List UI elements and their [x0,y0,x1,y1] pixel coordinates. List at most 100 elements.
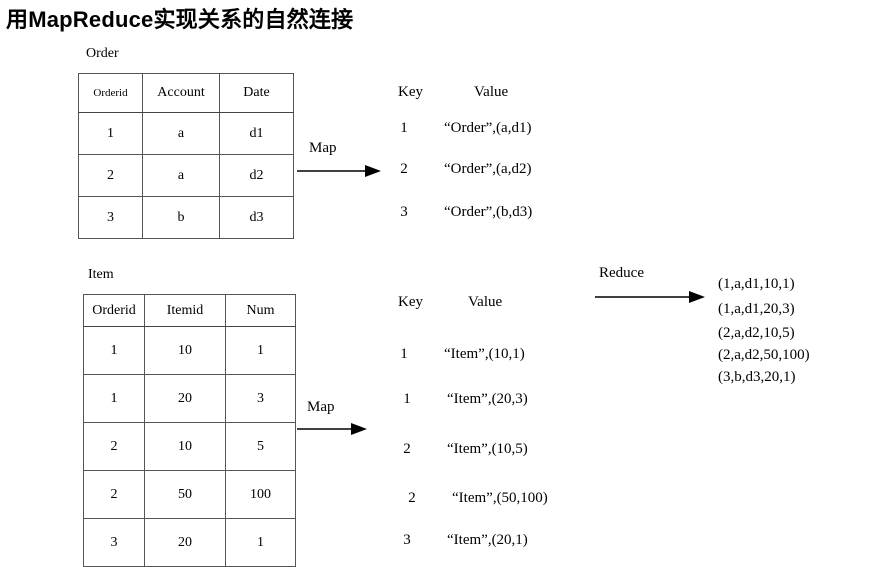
table-row: 3 b d3 [78,196,294,239]
item-kv-tag: “Item” [452,490,493,506]
item-kv-tag: “Item” [447,441,488,457]
order-kv-tuple: ,(a,d1) [492,120,532,136]
item-table-caption: Item [88,267,114,282]
order-kv-tuple: ,(b,d3) [492,204,533,220]
item-cell-num: 3 [225,374,296,423]
item-kv-key: 1 [400,346,408,362]
order-kv-tag: “Order” [444,120,493,136]
item-kv-tuple: ,(10,1) [484,346,525,362]
map-arrow-bottom: Map [297,399,387,439]
order-kv-tuple: ,(a,d2) [492,161,532,177]
order-kv-key: 3 [400,204,408,220]
order-cell-date: d1 [219,112,294,155]
item-kv-tuple: ,(50,100) [492,490,548,506]
item-kv-header-key: Key [398,294,423,310]
reduce-output-row: (1,a,d1,10,1) [718,276,795,292]
item-kv-tuple: ,(20,1) [487,532,528,548]
item-cell-orderid: 1 [83,374,145,423]
item-kv-header-value: Value [468,294,503,310]
order-cell-account: a [142,154,220,197]
order-table-caption: Order [86,46,119,61]
item-kv-tag: “Item” [447,532,488,548]
order-cell-account: b [142,196,220,239]
item-kv-key: 2 [403,441,411,457]
reduce-output-row: (2,a,d2,50,100) [718,347,810,363]
page-title-latin: MapReduce [28,7,154,32]
page-title-suffix: 实现关系的自然连接 [153,7,354,33]
order-header-date: Date [219,73,294,113]
item-kv-tag: “Item” [444,346,485,362]
order-cell-orderid: 1 [78,112,143,155]
item-cell-orderid: 2 [83,470,145,519]
table-row: 2 a d2 [78,154,294,197]
reduce-arrow-glyph [595,291,705,303]
map-arrow-top-glyph [297,165,381,177]
reduce-output-row: (2,a,d2,10,5) [718,325,795,341]
reduce-output-row: (1,a,d1,20,3) [718,301,795,317]
item-cell-orderid: 1 [83,326,145,375]
item-cell-itemid: 20 [144,518,226,567]
item-cell-itemid: 10 [144,326,226,375]
item-header-itemid: Itemid [144,294,226,327]
table-header-row: Orderid Itemid Num [83,294,296,327]
order-cell-date: d2 [219,154,294,197]
item-cell-itemid: 20 [144,374,226,423]
item-cell-orderid: 3 [83,518,145,567]
item-header-num: Num [225,294,296,327]
item-cell-orderid: 2 [83,422,145,471]
item-cell-itemid: 10 [144,422,226,471]
order-kv-key: 1 [400,120,408,136]
item-cell-num: 100 [225,470,296,519]
item-kv-key: 3 [403,532,411,548]
map-arrow-top-label: Map [309,140,337,156]
order-kv-header-key: Key [398,84,423,100]
item-table: Orderid Itemid Num 1 10 1 1 20 3 2 10 5 … [83,294,296,567]
item-table-grid: Orderid Itemid Num 1 10 1 1 20 3 2 10 5 … [83,294,296,567]
item-kv-row: 1 “Item”,(10,1) [396,346,525,363]
page-title: 用MapReduce实现关系的自然连接 [6,2,353,34]
reduce-arrow: Reduce [595,265,720,310]
reduce-arrow-label: Reduce [599,265,644,281]
order-kv-row: 3 “Order”,(b,d3) [396,204,532,221]
order-kv-row: 1 “Order”,(a,d1) [396,120,531,137]
order-table-grid: Orderid Account Date 1 a d1 2 a d2 3 b d… [78,73,294,239]
map-arrow-top: Map [297,140,387,180]
item-kv-tuple: ,(10,5) [487,441,528,457]
table-header-row: Orderid Account Date [78,73,294,113]
order-cell-orderid: 2 [78,154,143,197]
map-arrow-bottom-label: Map [307,399,335,415]
order-header-orderid: Orderid [78,73,143,113]
order-kv-row: 2 “Order”,(a,d2) [396,161,531,178]
order-cell-orderid: 3 [78,196,143,239]
order-table: Orderid Account Date 1 a d1 2 a d2 3 b d… [78,73,294,239]
order-kv-tag: “Order” [444,204,493,220]
order-kv-tag: “Order” [444,161,493,177]
order-kv-key: 2 [400,161,408,177]
table-row: 2 50 100 [83,470,296,519]
order-kv-header-value: Value [474,84,509,100]
item-cell-num: 5 [225,422,296,471]
item-header-orderid: Orderid [83,294,145,327]
reduce-output-row: (3,b,d3,20,1) [718,369,796,385]
item-kv-tag: “Item” [447,391,488,407]
order-cell-date: d3 [219,196,294,239]
order-cell-account: a [142,112,220,155]
table-row: 2 10 5 [83,422,296,471]
item-kv-row: 3 “Item”,(20,1) [399,532,528,549]
item-kv-row: 2 “Item”,(50,100) [404,490,548,507]
table-row: 3 20 1 [83,518,296,567]
item-kv-key: 2 [408,490,416,506]
item-cell-num: 1 [225,518,296,567]
item-kv-row: 1 “Item”,(20,3) [399,391,528,408]
item-kv-row: 2 “Item”,(10,5) [399,441,528,458]
item-cell-num: 1 [225,326,296,375]
item-kv-tuple: ,(20,3) [487,391,528,407]
table-row: 1 10 1 [83,326,296,375]
item-cell-itemid: 50 [144,470,226,519]
table-row: 1 20 3 [83,374,296,423]
page-title-prefix: 用 [6,7,29,33]
order-header-account: Account [142,73,220,113]
item-kv-key: 1 [403,391,411,407]
table-row: 1 a d1 [78,112,294,155]
map-arrow-bottom-glyph [297,423,367,435]
